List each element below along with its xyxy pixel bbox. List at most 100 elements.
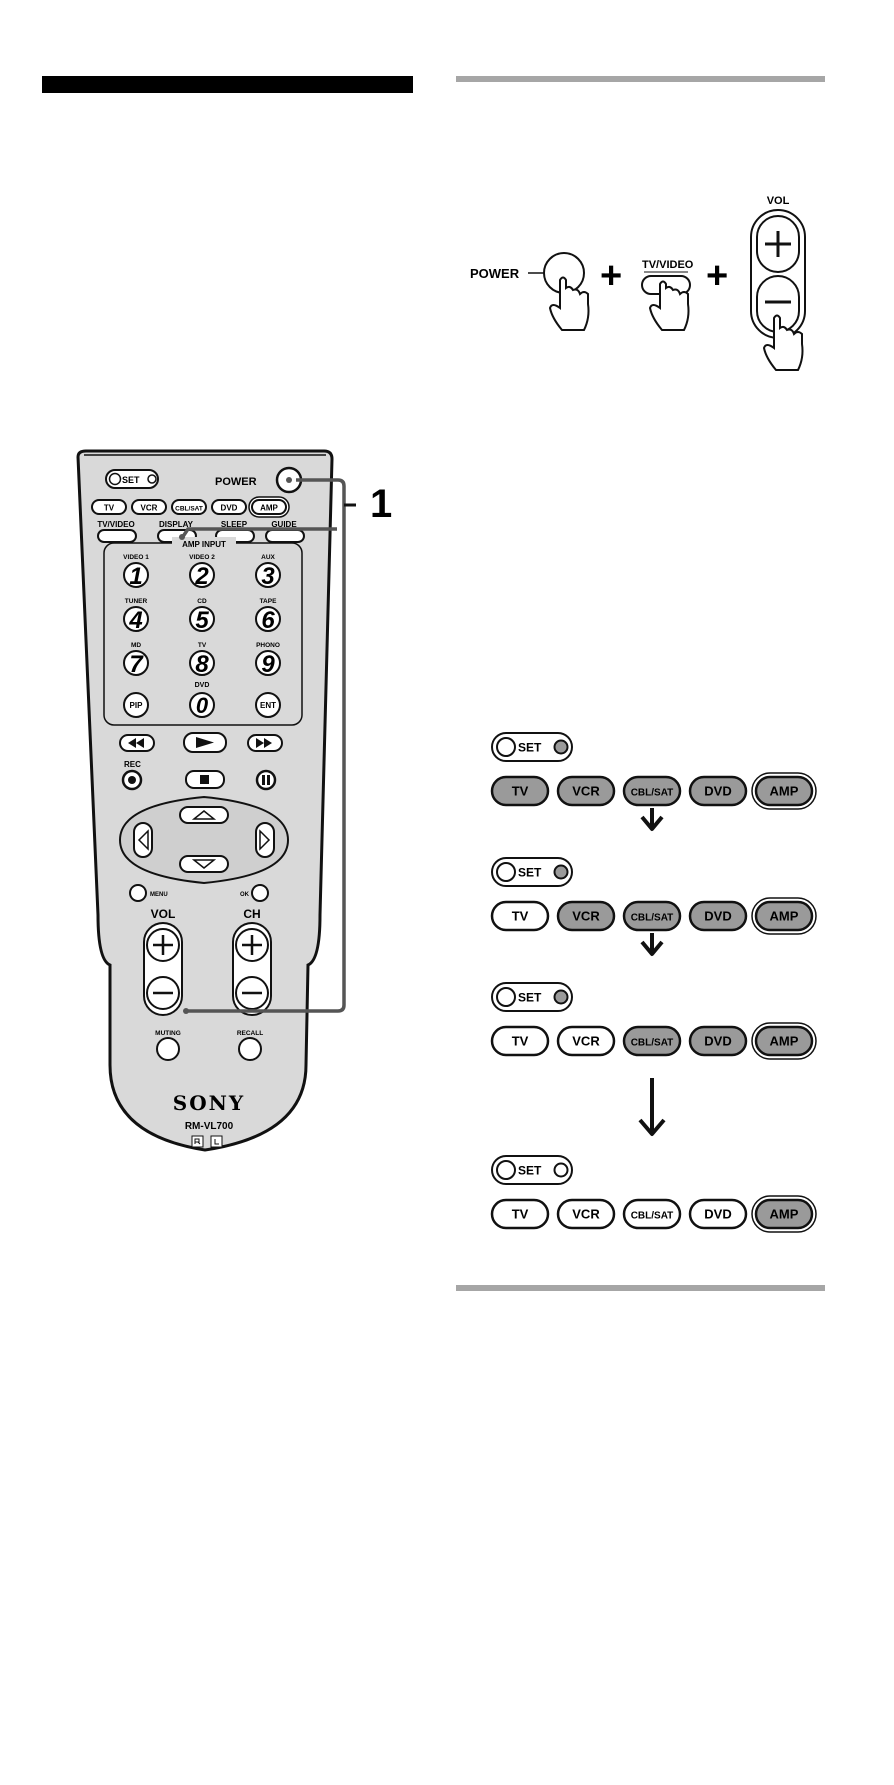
remote-device-label: VCR <box>141 504 158 513</box>
device-label: VCR <box>572 784 600 799</box>
key-sublabel: CD <box>197 598 207 605</box>
device-label: DVD <box>704 1034 731 1049</box>
nav-down-button[interactable] <box>179 855 229 873</box>
model-number: RM-VL700 <box>185 1121 234 1132</box>
set-button[interactable]: SET <box>491 732 573 762</box>
callout-number: 1 <box>370 482 392 526</box>
key-9[interactable]: PHONO 9 <box>255 642 281 678</box>
ok-button[interactable] <box>251 884 269 902</box>
button-combination-illustration: POWER + TV/VIDEO + VOL <box>470 195 806 371</box>
device-button-cbl-sat[interactable]: CBL/SAT <box>622 1025 682 1057</box>
device-button-tv[interactable]: TV <box>490 775 550 807</box>
device-button-tv[interactable]: TV <box>490 1025 550 1057</box>
key-2[interactable]: VIDEO 22 <box>189 554 215 590</box>
ch-label: CH <box>243 907 260 921</box>
remote-device-button-vcr[interactable]: VCR <box>131 499 167 515</box>
sequence-step: SET TV VCR CBL/SAT DVD AMP <box>490 982 817 1060</box>
key-number: 9 <box>261 651 275 678</box>
ent-label: ENT <box>260 701 276 710</box>
remote-device-button-tv[interactable]: TV <box>91 499 127 515</box>
recall-button[interactable] <box>238 1037 262 1061</box>
vol-rocker[interactable] <box>143 922 183 1016</box>
key-5[interactable]: CD 5 <box>189 598 215 634</box>
key-0[interactable] <box>189 692 215 718</box>
device-label: TV <box>512 1207 529 1222</box>
device-label: CBL/SAT <box>631 913 674 924</box>
device-label: AMP <box>770 1207 799 1222</box>
device-button-amp[interactable]: AMP <box>751 1195 817 1233</box>
set-button[interactable]: SET <box>491 857 573 887</box>
plus-sign-1: + <box>600 255 622 297</box>
device-button-cbl-sat[interactable]: CBL/SAT <box>622 775 682 807</box>
device-label: VCR <box>572 1034 600 1049</box>
key-number: 8 <box>195 651 209 678</box>
bottom-rule <box>456 1285 825 1291</box>
nav-right-button[interactable] <box>255 822 275 858</box>
remote-function-button-tv-video[interactable]: TV/VIDEO <box>97 520 137 543</box>
device-button-cbl-sat[interactable]: CBL/SAT <box>622 1198 682 1230</box>
device-label: VCR <box>572 909 600 924</box>
set-indicator-icon <box>553 1162 569 1178</box>
set-button[interactable]: SET <box>491 1155 573 1185</box>
power-label: POWER <box>470 266 520 281</box>
rewind-button[interactable] <box>119 734 155 752</box>
device-button-dvd[interactable]: DVD <box>688 900 748 932</box>
key-7[interactable]: MD7 <box>123 642 149 678</box>
set-indicator-icon <box>553 739 569 755</box>
device-label: AMP <box>770 784 799 799</box>
device-button-dvd[interactable]: DVD <box>688 1198 748 1230</box>
certification-icon <box>191 1135 223 1148</box>
device-button-vcr[interactable]: VCR <box>556 1198 616 1230</box>
key-8[interactable]: TV8 <box>189 642 215 678</box>
device-button-tv[interactable]: TV <box>490 1198 550 1230</box>
nav-left-button[interactable] <box>133 822 153 858</box>
remote-device-label: DVD <box>221 504 238 513</box>
set-button[interactable]: SET <box>491 982 573 1012</box>
device-button-amp[interactable]: AMP <box>751 897 817 935</box>
remote-device-button-dvd[interactable]: DVD <box>211 499 247 515</box>
pause-button[interactable] <box>255 769 277 791</box>
remote-function-label: DISPLAY <box>159 520 194 529</box>
key-number: 5 <box>195 607 209 634</box>
menu-button[interactable] <box>129 884 147 902</box>
remote-function-label: GUIDE <box>271 520 297 529</box>
nav-pad <box>118 795 290 885</box>
device-button-vcr[interactable]: VCR <box>556 775 616 807</box>
device-label: TV <box>512 784 529 799</box>
remote-device-button-cbl-sat[interactable]: CBL/SAT <box>171 499 207 515</box>
key-1[interactable]: VIDEO 11 <box>123 554 149 590</box>
muting-button[interactable] <box>156 1037 180 1061</box>
device-button-cbl-sat[interactable]: CBL/SAT <box>622 900 682 932</box>
key-sublabel: PHONO <box>256 642 280 649</box>
device-button-tv[interactable]: TV <box>490 900 550 932</box>
device-button-amp[interactable]: AMP <box>751 772 817 810</box>
key-sublabel: TUNER <box>125 598 148 605</box>
recall-label: RECALL <box>237 1030 263 1037</box>
key-number: 6 <box>261 607 275 634</box>
remote-device-label: TV <box>104 504 115 513</box>
device-button-dvd[interactable]: DVD <box>688 775 748 807</box>
plus-sign-2: + <box>706 255 728 297</box>
remote-function-label: SLEEP <box>221 520 248 529</box>
ent-button[interactable] <box>255 692 281 718</box>
set-label: SET <box>122 475 140 485</box>
key-sublabel: TAPE <box>260 598 278 605</box>
key-6[interactable]: TAPE 6 <box>255 598 281 634</box>
pip-button[interactable] <box>123 692 149 718</box>
device-button-vcr[interactable]: VCR <box>556 1025 616 1057</box>
device-button-dvd[interactable]: DVD <box>688 1025 748 1057</box>
nav-up-button[interactable] <box>179 806 229 824</box>
device-label: AMP <box>770 909 799 924</box>
stop-button[interactable] <box>185 770 225 789</box>
device-button-amp[interactable]: AMP <box>751 1022 817 1060</box>
fast-forward-button[interactable] <box>247 734 283 752</box>
play-button[interactable] <box>183 732 227 753</box>
ch-rocker[interactable] <box>232 922 272 1016</box>
long-down-arrow-icon <box>638 1078 666 1136</box>
device-button-vcr[interactable]: VCR <box>556 900 616 932</box>
pressing-hand-icon <box>548 276 590 331</box>
remote-device-button-amp[interactable]: AMP <box>248 496 290 518</box>
